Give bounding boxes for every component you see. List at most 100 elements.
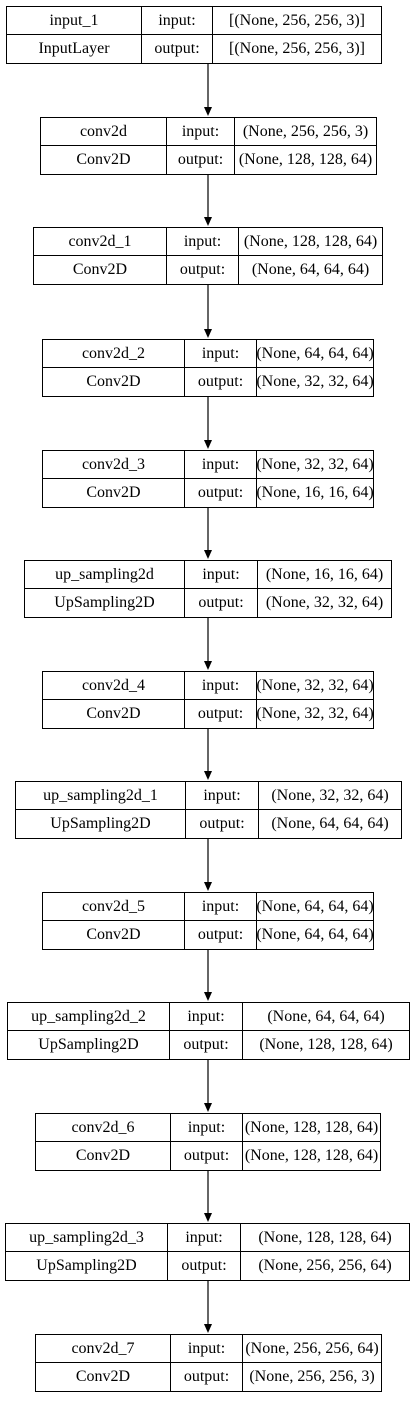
output-label: output: [142,35,213,63]
input-label: input: [171,1114,243,1142]
input-shape: (None, 32, 32, 64) [256,451,374,479]
layer-type: Conv2D [36,1142,171,1170]
input-label: input: [167,118,235,146]
layer-type: InputLayer [7,35,142,63]
output-label: output: [186,810,259,838]
output-shape: (None, 32, 32, 64) [256,705,374,722]
layer-name: conv2d_6 [36,1114,171,1142]
input-shape: (None, 128, 128, 64) [243,1114,380,1142]
output-shape: (None, 64, 64, 64) [251,261,370,278]
output-shape: (None, 32, 32, 64) [256,373,374,390]
input-label: input: [185,340,257,368]
input-label: input: [185,451,257,479]
output-shape: (None, 256, 256, 64) [258,1257,392,1274]
layer-type: Conv2D [34,256,167,284]
layer-name: conv2d_1 [34,228,167,256]
arrowhead [204,550,212,559]
output-label: output: [185,589,258,617]
input-label: input: [186,782,259,810]
arrowhead [204,107,212,116]
layer-name: conv2d_2 [43,340,185,368]
layer-type: UpSampling2D [8,1031,170,1059]
layer-name: up_sampling2d_1 [16,782,186,810]
layer-name: up_sampling2d [25,561,185,589]
layer-name: conv2d_5 [43,893,185,921]
output-shape: (None, 128, 128, 64) [244,1147,379,1164]
output-shape: (None, 256, 256, 3) [249,1368,375,1385]
output-label: output: [170,1031,243,1059]
layer-type: Conv2D [43,700,185,728]
input-label: input: [168,1224,241,1252]
input-label: input: [185,893,257,921]
layer-name: conv2d [41,118,167,146]
input-label: input: [171,1335,243,1363]
arrowhead [204,1324,212,1333]
arrowhead [204,661,212,670]
layer-type: Conv2D [43,921,185,949]
input-shape: (None, 32, 32, 64) [256,672,374,700]
output-shape: (None, 32, 32, 64) [265,594,384,611]
arrowhead [204,771,212,780]
layer-type: UpSampling2D [6,1252,168,1280]
input-shape: (None, 256, 256, 64) [243,1335,381,1363]
output-shape: (None, 128, 128, 64) [259,1036,393,1053]
layer-name: up_sampling2d_2 [8,1003,170,1031]
layer-type: Conv2D [41,146,167,174]
input-shape: (None, 128, 128, 64) [239,228,382,256]
input-shape: (None, 128, 128, 64) [241,1224,409,1252]
arrowhead [204,1213,212,1222]
layer-name: conv2d_3 [43,451,185,479]
input-label: input: [185,561,258,589]
input-shape: (None, 64, 64, 64) [256,893,374,921]
layer-name: up_sampling2d_3 [6,1224,168,1252]
output-shape: (None, 64, 64, 64) [271,815,389,832]
output-label: output: [167,146,235,174]
output-label: output: [171,1142,243,1170]
layer-name: conv2d_4 [43,672,185,700]
input-label: input: [167,228,239,256]
input-shape: [(None, 256, 256, 3)] [213,7,381,35]
output-label: output: [185,921,257,949]
input-shape: (None, 16, 16, 64) [258,561,391,589]
arrowhead [204,1103,212,1112]
input-label: input: [170,1003,243,1031]
output-shape: [(None, 256, 256, 3)] [229,40,365,57]
layer-type: UpSampling2D [16,810,186,838]
input-shape: (None, 32, 32, 64) [259,782,401,810]
output-label: output: [167,256,239,284]
input-label: input: [185,672,257,700]
arrowhead [204,992,212,1001]
arrowhead [204,882,212,891]
output-label: output: [185,368,257,396]
arrowhead [204,440,212,449]
layer-type: Conv2D [43,368,185,396]
output-shape: (None, 128, 128, 64) [238,151,373,168]
output-shape: (None, 64, 64, 64) [256,926,374,943]
layer-type: Conv2D [36,1363,171,1391]
arrowhead [204,329,212,338]
input-shape: (None, 256, 256, 3) [235,118,376,146]
output-label: output: [185,479,257,507]
layer-name: conv2d_7 [36,1335,171,1363]
output-shape: (None, 16, 16, 64) [256,484,374,501]
output-label: output: [185,700,257,728]
output-label: output: [168,1252,241,1280]
input-shape: (None, 64, 64, 64) [256,340,374,368]
input-label: input: [142,7,213,35]
layer-name: input_1 [7,7,142,35]
